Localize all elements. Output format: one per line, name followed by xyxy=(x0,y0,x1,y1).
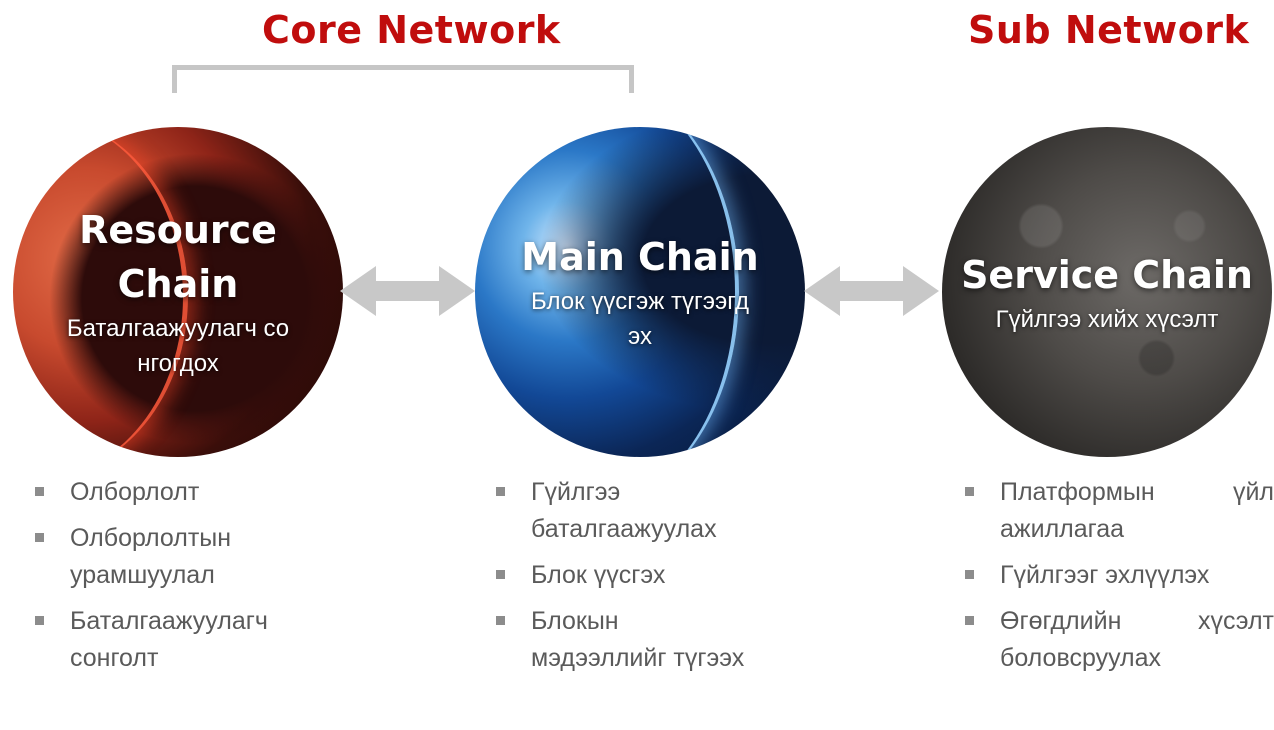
service-chain-name: Service Chain xyxy=(961,252,1253,297)
main-chain-description: Блок үүсгэж түгээгдэх xyxy=(531,288,749,350)
list-item: Олборлолт xyxy=(32,474,322,511)
resource-chain-description: Баталгаажуулагч сонгогдох xyxy=(66,315,290,377)
list-item: Баталгаажуулагч сонголт xyxy=(32,603,322,677)
list-item: Өгөгдлийн хүсэлт боловсруулах xyxy=(962,603,1274,677)
list-item: Блокын мэдээллийг түгээх xyxy=(493,603,758,677)
double-arrow-icon xyxy=(804,266,939,316)
core-network-title: Core Network xyxy=(262,8,561,52)
service-chain-list: Платформын үйл ажиллагаа Гүйлгээг эхлүүл… xyxy=(962,474,1274,686)
resource-chain-name: Resource Chain xyxy=(79,208,277,306)
list-item: Платформын үйл ажиллагаа xyxy=(962,474,1274,548)
list-item: Олборлолтын урамшуулал xyxy=(32,520,322,594)
resource-chain-list: Олборлолт Олборлолтын урамшуулал Баталга… xyxy=(32,474,322,686)
main-chain-node: Main Chain Блок үүсгэж түгээгдэх xyxy=(475,127,805,457)
main-chain-name: Main Chain xyxy=(521,235,759,279)
list-item: Гүйлгээ баталгаажуулах xyxy=(493,474,758,548)
core-network-bracket xyxy=(172,65,634,93)
service-chain-node: Service Chain Гүйлгээ хийх хүсэлт xyxy=(942,127,1272,457)
service-chain-description: Гүйлгээ хийх хүсэлт xyxy=(995,305,1219,333)
sub-network-title: Sub Network xyxy=(968,8,1250,52)
list-item: Блок үүсгэх xyxy=(493,557,758,594)
list-item: Гүйлгээг эхлүүлэх xyxy=(962,557,1274,594)
main-chain-list: Гүйлгээ баталгаажуулах Блок үүсгэх Блокы… xyxy=(493,474,758,686)
resource-chain-node: Resource Chain Баталгаажуулагч сонгогдох xyxy=(13,127,343,457)
double-arrow-icon xyxy=(340,266,475,316)
